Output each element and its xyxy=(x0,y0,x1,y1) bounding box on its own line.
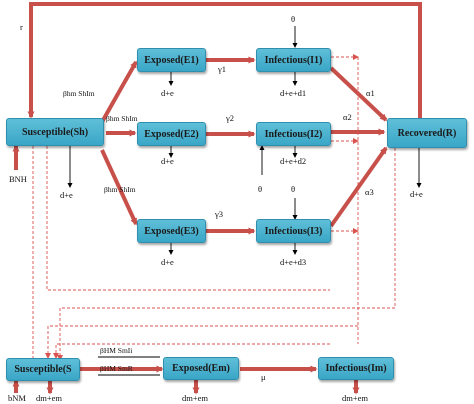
node-infectious-2: Infectious(I2) xyxy=(256,122,331,146)
label-theta-top: θ xyxy=(291,14,296,24)
label-mu: μ xyxy=(261,372,266,382)
label-bn-h: BNH xyxy=(9,174,27,184)
label-d-sh: d+e xyxy=(60,190,73,200)
node-label: Exposed(E3) xyxy=(144,225,199,237)
arrow-r-loop xyxy=(27,2,422,119)
label-gamma-2: γ2 xyxy=(226,113,235,123)
node-exposed-m: Exposed(Em) xyxy=(163,357,239,380)
node-susceptible-m: Susceptible(S xyxy=(6,358,80,381)
arrow-sh-e1 xyxy=(100,60,138,123)
arrow-i3-r xyxy=(329,146,388,228)
node-label: Susceptible(S xyxy=(14,364,72,375)
dash-feedback-2 xyxy=(45,325,358,359)
label-theta-mid1: θ xyxy=(258,184,263,194)
label-d-e1: d+e xyxy=(161,88,174,98)
label-d-i2: d+e+d2 xyxy=(280,156,307,166)
arrow-i1-r xyxy=(329,66,388,122)
label-beta-1: βhm ShIm xyxy=(63,89,95,98)
label-d-i1: d+e+d1 xyxy=(280,88,307,98)
label-beta-hm-i: βHM SmIi xyxy=(100,346,133,355)
label-bn-m: bNM xyxy=(8,393,26,403)
node-label: Infectious(I3) xyxy=(264,225,323,237)
label-d-e3: d+e xyxy=(161,257,174,267)
arrow-sh-e3 xyxy=(100,149,138,226)
label-gamma-1: γ1 xyxy=(218,64,227,74)
node-susceptible-h: Susceptible(Sh) xyxy=(6,118,104,146)
dash-feedback-1 xyxy=(57,148,396,361)
node-label: Exposed(Em) xyxy=(172,363,230,374)
node-label: Exposed(E1) xyxy=(144,54,199,66)
label-beta-2: βhm ShIm xyxy=(106,114,138,123)
label-d-r: d+e xyxy=(410,189,423,199)
label-dm-i: dm+em xyxy=(342,393,369,403)
node-label: Infectious(I1) xyxy=(264,54,323,66)
label-dm-e: dm+em xyxy=(182,393,209,403)
node-label: Recovered(R) xyxy=(397,127,457,139)
node-exposed-3: Exposed(E3) xyxy=(137,219,206,243)
label-gamma-3: γ3 xyxy=(215,209,224,219)
node-infectious-1: Infectious(I1) xyxy=(256,48,331,72)
label-theta-mid2: θ xyxy=(291,184,296,194)
node-infectious-3: Infectious(I3) xyxy=(256,219,331,243)
dash-mid-to-sm xyxy=(46,146,330,291)
label-d-i3: d+e+d3 xyxy=(280,257,307,267)
label-alpha-1: α1 xyxy=(366,88,375,98)
node-exposed-1: Exposed(E1) xyxy=(137,48,206,72)
node-infectious-m: Infectious(Im) xyxy=(318,357,394,380)
label-r: r xyxy=(20,22,23,32)
label-d-e2: d+e xyxy=(161,156,174,166)
label-beta-3: βhm ShIm xyxy=(104,185,136,194)
node-exposed-2: Exposed(E2) xyxy=(137,122,206,146)
label-dm-s: dm+em xyxy=(36,393,63,403)
node-recovered: Recovered(R) xyxy=(387,118,467,148)
node-label: Infectious(Im) xyxy=(325,363,387,374)
label-beta-hm-r: βHM SmR xyxy=(100,364,133,373)
dash-im-sm xyxy=(53,343,330,359)
node-label: Exposed(E2) xyxy=(144,128,199,140)
label-alpha-3: α3 xyxy=(365,187,374,197)
node-label: Infectious(I2) xyxy=(264,128,323,140)
node-label: Susceptible(Sh) xyxy=(21,126,89,138)
label-alpha-2: α2 xyxy=(343,112,352,122)
